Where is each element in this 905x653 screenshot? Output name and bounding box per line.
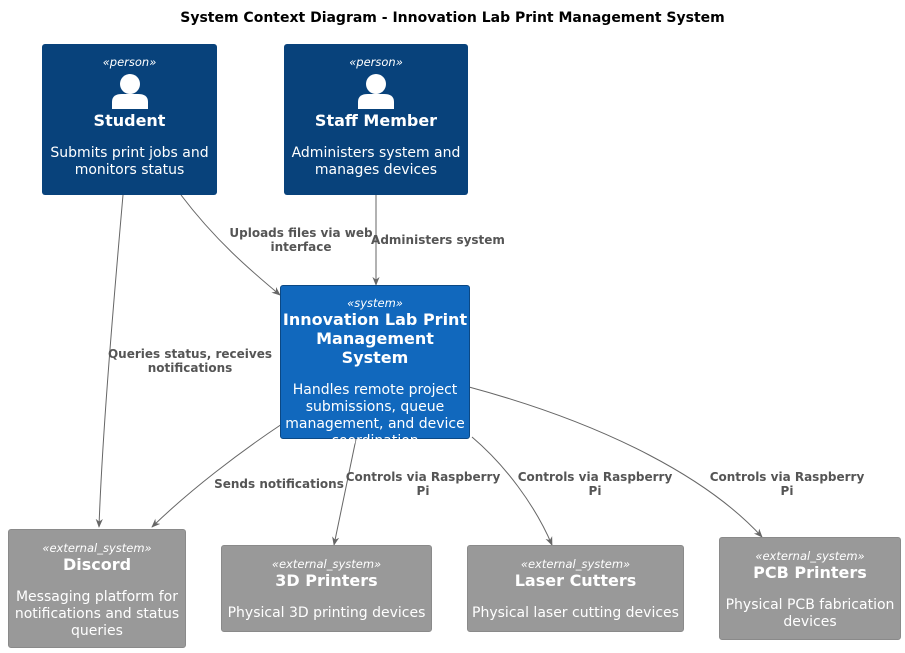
node-description: Administers system and [291, 145, 461, 161]
node-description: Physical laser cutting devices [472, 605, 679, 621]
laser-cutters-external-system[interactable]: «external_system» Laser Cutters Physical… [467, 545, 684, 632]
edge-label-line: interface [270, 240, 332, 254]
node-name: 3D Printers [275, 571, 378, 590]
diagram-title: System Context Diagram - Innovation Lab … [180, 10, 725, 26]
edge-label-line: Controls via Raspberry [709, 470, 865, 484]
staff-member-person[interactable]: «person» Staff Member Administers system… [284, 44, 468, 195]
node-name: Discord [62, 555, 132, 574]
edge-label-line: Administers system [371, 233, 505, 247]
edge-label-ctrl-laser: Controls via Raspberry Pi [516, 470, 674, 498]
student-person[interactable]: «person» Student Submits print jobs and … [42, 44, 217, 195]
node-description: Physical PCB fabrication [725, 597, 895, 613]
node-description: devices [783, 614, 837, 630]
node-description: monitors status [74, 162, 185, 178]
edge-label-queries: Queries status, receives notifications [106, 347, 274, 375]
stereotype-label: «person» [102, 55, 157, 69]
edge-system-3d [332, 438, 357, 546]
edge-student-uploads [180, 194, 281, 296]
discord-external-system[interactable]: «external_system» Discord Messaging plat… [8, 529, 186, 648]
node-description: Messaging platform for [15, 589, 179, 605]
stereotype-label: «external_system» [520, 557, 631, 571]
edge-label-line: Uploads files via web [229, 226, 373, 240]
edge-system-laser [471, 436, 553, 546]
edge-label-ctrl-pcb: Controls via Raspberry Pi [708, 470, 866, 498]
stereotype-label: «external_system» [42, 541, 152, 555]
node-name: Management System [316, 329, 434, 367]
edge-system-pcb [468, 386, 763, 538]
edge-label-uploads: Uploads files via web interface [224, 226, 378, 254]
edge-label-line: Controls via Raspberry [345, 470, 501, 484]
stereotype-label: «person» [349, 55, 403, 69]
edge-label-line: Pi [588, 484, 602, 498]
node-description: queries [71, 623, 123, 639]
node-description: Submits print jobs and [50, 145, 209, 161]
node-description: Handles remote project [292, 382, 458, 398]
node-description: coordination [331, 433, 419, 449]
edge-label-line: notifications [147, 361, 233, 375]
node-name: Student [93, 111, 166, 130]
person-icon [358, 74, 394, 109]
node-description: manages devices [314, 162, 438, 178]
edge-label-line: Pi [780, 484, 794, 498]
stereotype-label: «external_system» [271, 557, 382, 571]
edge-label-notifications: Sends notifications [212, 477, 346, 491]
node-description: management, and device [285, 416, 465, 432]
print-management-system[interactable]: «system» Innovation Lab Print Management… [280, 285, 470, 449]
edge-label-line: Sends notifications [214, 477, 344, 491]
edge-label-line: Queries status, receives [107, 347, 273, 361]
node-description: notifications and status [14, 606, 180, 622]
node-name: Laser Cutters [514, 571, 637, 590]
edge-system-notifications [151, 423, 283, 528]
node-name: Innovation Lab Print [282, 310, 468, 329]
pcb-printers-external-system[interactable]: «external_system» PCB Printers Physical … [719, 537, 901, 640]
edge-label-line: Pi [416, 484, 430, 498]
edge-label-ctrl-3d: Controls via Raspberry Pi [344, 470, 502, 498]
edge-student-queries [95, 194, 124, 528]
edge-label-administers: Administers system [370, 233, 506, 247]
edge-label-line: Controls via Raspberry [517, 470, 673, 484]
stereotype-label: «system» [347, 296, 403, 310]
person-icon [111, 74, 148, 109]
node-description: Physical 3D printing devices [227, 605, 426, 621]
stereotype-label: «external_system» [755, 549, 865, 563]
node-description: submissions, queue [305, 399, 445, 415]
3d-printers-external-system[interactable]: «external_system» 3D Printers Physical 3… [221, 545, 432, 632]
node-name: Staff Member [314, 111, 438, 130]
node-name: PCB Printers [753, 563, 867, 582]
